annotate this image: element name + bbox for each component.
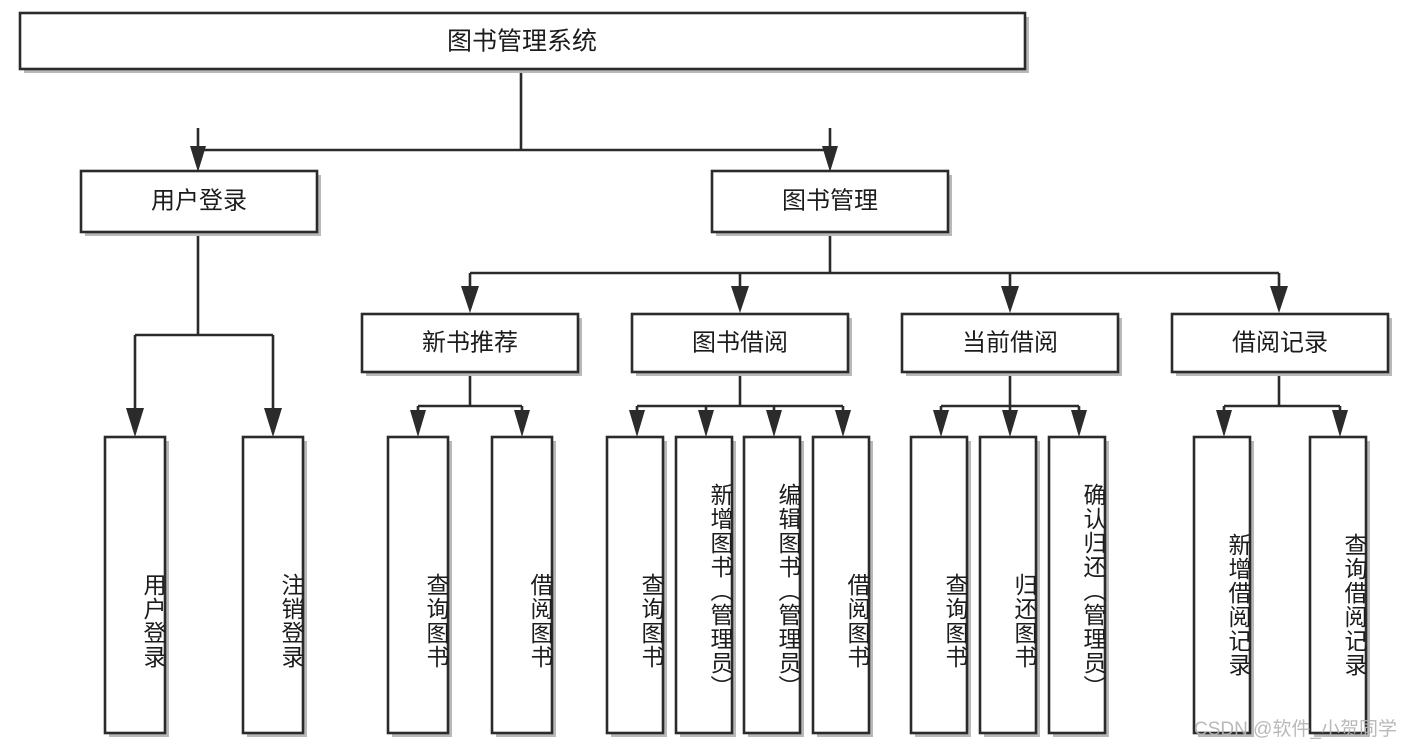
node-leaf-return-book-box[interactable] xyxy=(978,435,1038,735)
node-current-borrow-label: 当前借阅 xyxy=(962,329,1058,356)
arrow-leaf-add-record xyxy=(1216,410,1232,437)
node-leaf-add-record-box[interactable] xyxy=(1192,435,1252,735)
arrow-leaf-query-book-3 xyxy=(933,410,949,437)
node-new-book-recommend-box[interactable] xyxy=(360,312,580,374)
node-leaf-edit-book[interactable] xyxy=(742,435,804,737)
node-leaf-query-record-box[interactable] xyxy=(1308,435,1368,735)
node-root-box[interactable] xyxy=(18,11,1027,71)
node-book-manage-box[interactable] xyxy=(710,169,950,234)
node-current-borrow-box[interactable] xyxy=(900,312,1120,374)
arrow-leaf-borrow-book-1 xyxy=(514,410,530,437)
node-book-borrow-label: 图书借阅 xyxy=(692,329,788,356)
node-leaf-edit-book-box[interactable] xyxy=(742,435,802,735)
node-book-borrow[interactable]: 图书借阅 xyxy=(630,312,852,376)
node-book-borrow-box[interactable] xyxy=(630,312,850,374)
node-leaf-borrow-book-2[interactable] xyxy=(811,435,873,737)
node-leaf-confirm-return-box[interactable] xyxy=(1047,435,1107,735)
csdn-watermark: CSDN @软件_小贺同学 xyxy=(1194,719,1397,740)
arrow-book-manage xyxy=(822,146,838,172)
arrow-user-login xyxy=(190,146,206,172)
node-current-borrow[interactable]: 当前借阅 xyxy=(900,312,1122,376)
node-book-manage[interactable]: 图书管理 xyxy=(710,169,952,236)
arrow-leaf-add-book xyxy=(698,410,714,437)
node-leaf-user-login-box[interactable] xyxy=(103,435,167,735)
node-root-label: 图书管理系统 xyxy=(447,28,597,56)
arrow-book-borrow xyxy=(731,286,749,313)
node-leaf-query-record[interactable] xyxy=(1308,435,1370,737)
node-leaf-add-book[interactable] xyxy=(674,435,736,737)
node-leaf-borrow-book-1-box[interactable] xyxy=(490,435,554,735)
node-new-book-recommend[interactable]: 新书推荐 xyxy=(360,312,582,376)
arrow-leaf-borrow-book-2 xyxy=(835,410,851,437)
arrow-current-borrow xyxy=(1001,286,1019,313)
node-leaf-add-record[interactable] xyxy=(1192,435,1254,737)
node-leaf-borrow-book-1[interactable] xyxy=(490,435,556,737)
node-leaf-confirm-return[interactable] xyxy=(1047,435,1109,737)
arrow-leaf-return-book xyxy=(1002,410,1018,437)
connector-layer xyxy=(126,68,1348,437)
node-borrow-record[interactable]: 借阅记录 xyxy=(1170,312,1392,376)
node-leaf-user-logout[interactable] xyxy=(241,435,307,737)
leaf-boxes-layer xyxy=(103,435,1370,737)
node-leaf-query-book-1-box[interactable] xyxy=(386,435,450,735)
node-leaf-query-book-1[interactable] xyxy=(386,435,452,737)
node-borrow-record-box[interactable] xyxy=(1170,312,1390,374)
arrow-leaf-confirm-return xyxy=(1071,410,1087,437)
arrow-leaf-query-record xyxy=(1332,410,1348,437)
arrow-leaf-edit-book xyxy=(766,410,782,437)
node-leaf-query-book-3-box[interactable] xyxy=(909,435,969,735)
arrow-new-book-recommend xyxy=(461,286,479,313)
node-borrow-record-label: 借阅记录 xyxy=(1232,329,1328,356)
arrow-borrow-record xyxy=(1270,286,1288,313)
node-leaf-query-book-2[interactable] xyxy=(605,435,667,737)
node-leaf-user-logout-box[interactable] xyxy=(241,435,305,735)
node-user-login-box[interactable] xyxy=(79,169,319,234)
node-user-login[interactable]: 用户登录 xyxy=(79,169,321,236)
arrow-leaf-user-logout xyxy=(264,408,282,437)
arrow-leaf-query-book-1 xyxy=(410,410,426,437)
node-book-manage-label: 图书管理 xyxy=(782,187,878,214)
node-leaf-query-book-3[interactable] xyxy=(909,435,971,737)
node-leaf-add-book-box[interactable] xyxy=(674,435,734,735)
node-new-book-recommend-label: 新书推荐 xyxy=(422,329,518,356)
node-leaf-query-book-2-box[interactable] xyxy=(605,435,665,735)
node-root[interactable]: 图书管理系统 xyxy=(18,11,1029,73)
node-user-login-label: 用户登录 xyxy=(151,187,247,214)
node-leaf-borrow-book-2-box[interactable] xyxy=(811,435,871,735)
arrow-leaf-user-login xyxy=(126,408,144,437)
node-leaf-return-book[interactable] xyxy=(978,435,1040,737)
node-leaf-user-login[interactable] xyxy=(103,435,169,737)
arrow-leaf-query-book-2 xyxy=(629,410,645,437)
